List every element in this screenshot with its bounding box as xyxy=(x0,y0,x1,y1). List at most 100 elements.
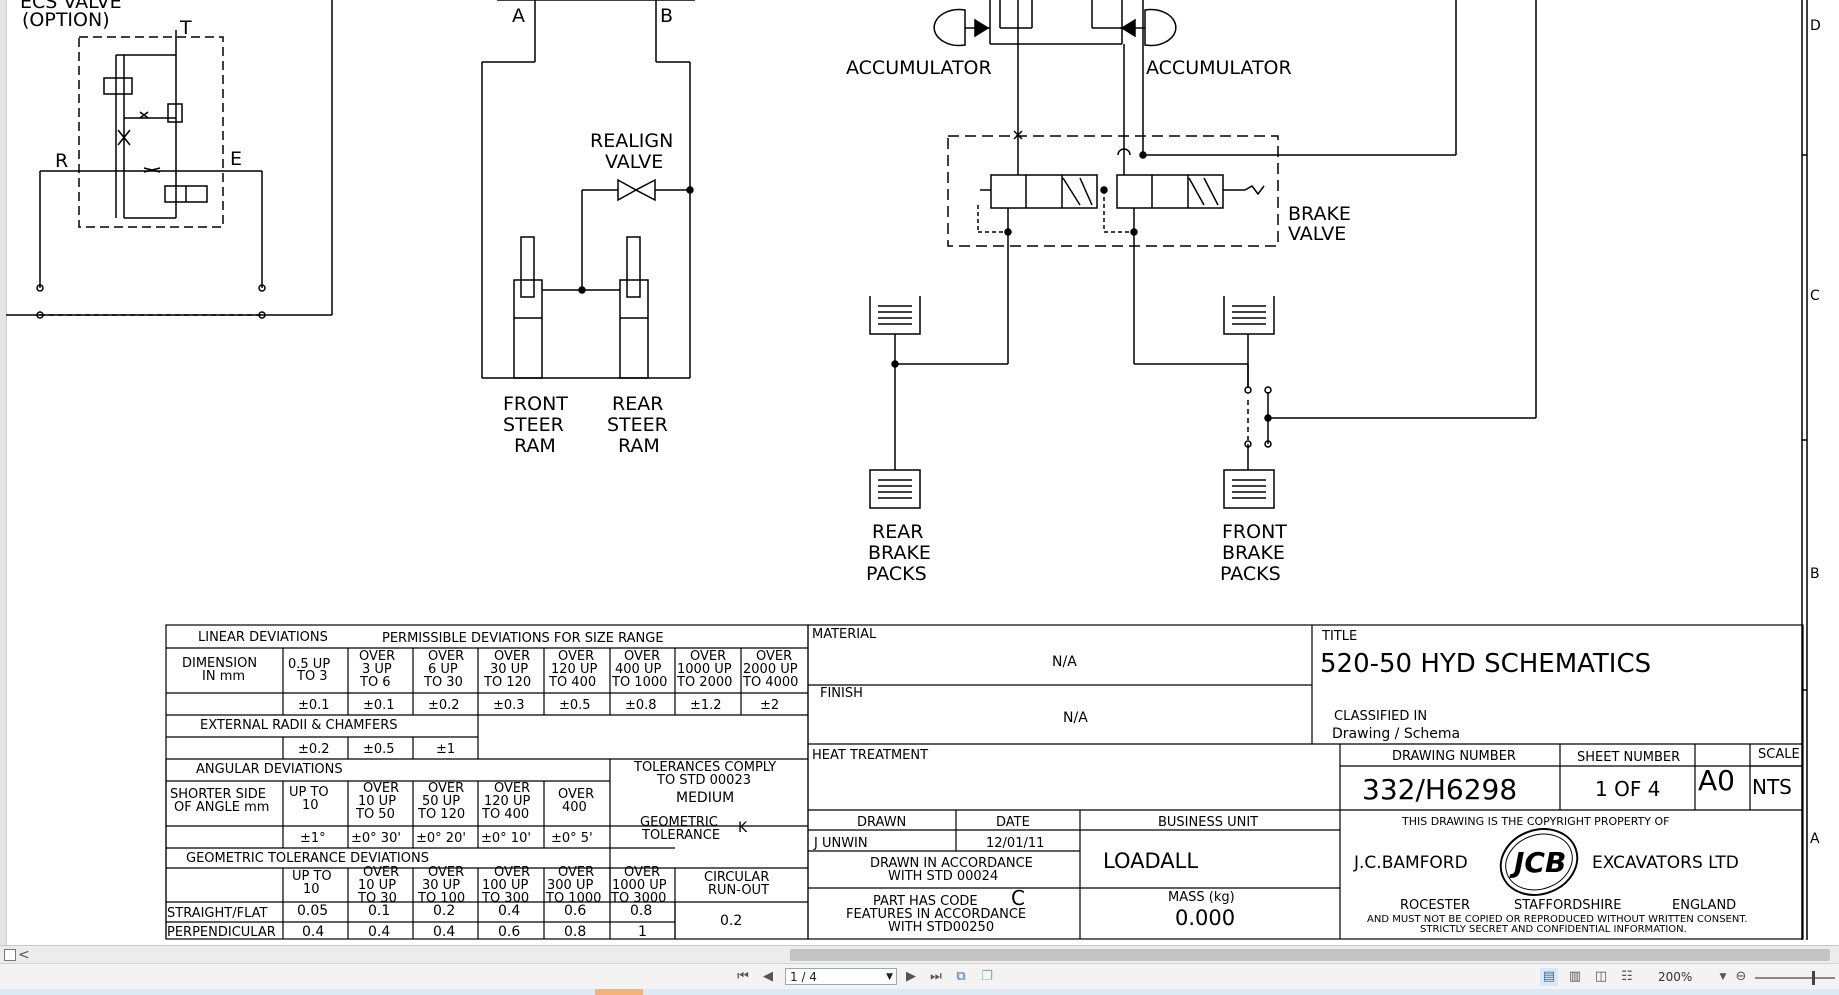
linear-range-8c: TO 4000 xyxy=(742,675,798,690)
realign-valve-label-2: VALVE xyxy=(605,151,663,173)
radii-value-1: ±0.2 xyxy=(298,742,330,757)
geo-range-1b: 10 xyxy=(303,882,320,897)
rear-brake-packs-label-2: BRAKE xyxy=(868,542,931,564)
rear-brake-packs-label-3: PACKS xyxy=(866,563,927,585)
linear-range-1b: TO 3 xyxy=(296,669,328,684)
angular-range-3a: OVER xyxy=(428,781,464,796)
straight-flat-value-5: 0.6 xyxy=(564,903,586,919)
zone-marker-a: A xyxy=(1810,831,1820,847)
linear-range-3a: OVER xyxy=(428,649,464,664)
straight-flat-value-3: 0.2 xyxy=(433,903,455,919)
drawing-number-value: 332/H6298 xyxy=(1362,773,1517,806)
permissible-deviations-header: PERMISSIBLE DEVIATIONS FOR SIZE RANGE xyxy=(382,631,664,646)
straight-flat-value-1: 0.05 xyxy=(297,903,328,919)
continuous-facing-view-icon[interactable]: ☷ xyxy=(1621,969,1633,984)
linear-range-1a: 0.5 UP xyxy=(288,657,330,672)
legal-line-1: AND MUST NOT BE COPIED OR REPRODUCED WIT… xyxy=(1367,914,1747,925)
geo-range-6c: TO 3000 xyxy=(610,891,666,906)
continuous-view-icon[interactable]: ▥ xyxy=(1568,969,1582,984)
features-accordance-1: FEATURES IN ACCORDANCE xyxy=(846,907,1026,922)
angular-value-3: ±0° 20' xyxy=(416,831,466,846)
angular-range-3b: 50 UP xyxy=(422,794,460,809)
linear-range-2b: 3 UP xyxy=(362,662,392,677)
rear-brake-packs-label-1: REAR xyxy=(872,521,923,543)
straight-flat-value-2: 0.1 xyxy=(368,903,390,919)
ecs-valve-label: ECS VALVE xyxy=(20,0,122,13)
circular-runout-value: 0.2 xyxy=(720,913,742,929)
dimension-label-1: DIMENSION xyxy=(182,656,257,671)
front-brake-packs-label-3: PACKS xyxy=(1220,563,1281,585)
angular-range-4a: OVER xyxy=(494,781,530,796)
page-indicator: 1 / 4 xyxy=(790,970,817,984)
horizontal-scrollbar[interactable]: < xyxy=(0,945,1839,964)
perpendicular-label: PERPENDICULAR xyxy=(167,925,276,940)
geometric-tolerance-label-2: TOLERANCE xyxy=(641,828,720,843)
single-page-view-icon[interactable]: ▤ xyxy=(1540,968,1558,986)
last-page-icon[interactable]: ⏭ xyxy=(930,969,942,984)
geo-range-5c: TO 1000 xyxy=(545,891,601,906)
front-steer-ram-label-2: STEER xyxy=(503,414,564,436)
classified-label: CLASSIFIED IN xyxy=(1334,709,1427,724)
linear-range-4c: TO 120 xyxy=(483,675,531,690)
scroll-left-button[interactable]: < xyxy=(18,947,30,963)
tolerances-comply-label-2: TO STD 00023 xyxy=(656,773,751,788)
page-select[interactable]: 1 / 4 ▼ xyxy=(785,968,897,985)
address-staffordshire: STAFFORDSHIRE xyxy=(1514,898,1621,913)
copy-page-icon[interactable]: ❐ xyxy=(981,969,993,984)
facing-view-icon[interactable]: ◫ xyxy=(1594,969,1608,984)
linear-range-7b: 1000 UP xyxy=(677,662,732,677)
geo-range-4a: OVER xyxy=(494,865,530,880)
linear-range-7a: OVER xyxy=(690,649,726,664)
circular-runout-label-1: CIRCULAR xyxy=(704,870,769,885)
linear-value-3: ±0.2 xyxy=(428,698,460,713)
linear-range-5c: TO 400 xyxy=(548,675,596,690)
company-name-left: J.C.BAMFORD xyxy=(1353,853,1468,873)
jcb-logo-text: JCB xyxy=(1509,846,1566,879)
previous-page-icon[interactable]: ◀ xyxy=(763,969,773,984)
date-value: 12/01/11 xyxy=(986,836,1044,851)
perpendicular-value-2: 0.4 xyxy=(368,924,390,940)
straight-flat-label: STRAIGHT/FLAT xyxy=(167,906,267,921)
taskbar-active-item[interactable] xyxy=(595,989,643,995)
linear-range-6a: OVER xyxy=(624,649,660,664)
angular-range-3c: TO 120 xyxy=(417,807,465,822)
linear-value-6: ±0.8 xyxy=(625,698,657,713)
next-page-icon[interactable]: ▶ xyxy=(906,969,916,984)
zoom-level[interactable]: 200% xyxy=(1658,970,1693,984)
sheet-number-value: 1 OF 4 xyxy=(1595,777,1660,801)
linear-range-8a: OVER xyxy=(756,649,792,664)
accumulator-right-label: ACCUMULATOR xyxy=(1146,57,1292,79)
first-page-icon[interactable]: ⏮ xyxy=(737,969,749,984)
part-code-value: C xyxy=(1011,886,1025,910)
angular-value-2: ±0° 30' xyxy=(351,831,401,846)
linear-value-2: ±0.1 xyxy=(363,698,395,713)
scrollbar-thumb[interactable] xyxy=(790,949,1830,961)
part-code-label: PART HAS CODE xyxy=(873,894,978,909)
drawing-canvas: ECS VALVE (OPTION) T R E A B REALIGN VAL… xyxy=(6,0,1821,940)
vertical-scrollbar[interactable] xyxy=(0,0,7,945)
zoom-slider[interactable] xyxy=(1755,977,1835,979)
angular-deviations-header: ANGULAR DEVIATIONS xyxy=(196,762,343,777)
linear-range-5b: 120 UP xyxy=(551,662,597,677)
perpendicular-value-3: 0.4 xyxy=(433,924,455,940)
external-radii-header: EXTERNAL RADII & CHAMFERS xyxy=(200,718,398,733)
linear-value-4: ±0.3 xyxy=(493,698,525,713)
geo-range-3a: OVER xyxy=(428,865,464,880)
linear-range-3c: TO 30 xyxy=(423,675,463,690)
tolerances-comply-label-1: TOLERANCES COMPLY xyxy=(633,760,776,775)
realign-valve-label-1: REALIGN xyxy=(590,130,673,152)
dimension-label-2: IN mm xyxy=(202,669,245,684)
geo-range-2a: OVER xyxy=(363,865,399,880)
linear-range-4a: OVER xyxy=(494,649,530,664)
zoom-dropdown-chevron-icon[interactable]: ▼ xyxy=(1719,972,1727,982)
zoom-slider-handle[interactable] xyxy=(1812,971,1815,985)
rear-steer-ram-label-2: STEER xyxy=(607,414,668,436)
drawn-label: DRAWN xyxy=(857,815,906,830)
ecs-valve-option-label: (OPTION) xyxy=(22,9,110,31)
company-name-right: EXCAVATORS LTD xyxy=(1592,853,1739,873)
angular-range-5b: 400 xyxy=(562,800,587,815)
zoom-out-icon[interactable]: ⊖ xyxy=(1735,969,1747,984)
address-rocester: ROCESTER xyxy=(1400,898,1470,913)
page-thumbnails-icon[interactable]: ⧉ xyxy=(956,969,966,984)
ecs-port-r: R xyxy=(55,150,68,172)
